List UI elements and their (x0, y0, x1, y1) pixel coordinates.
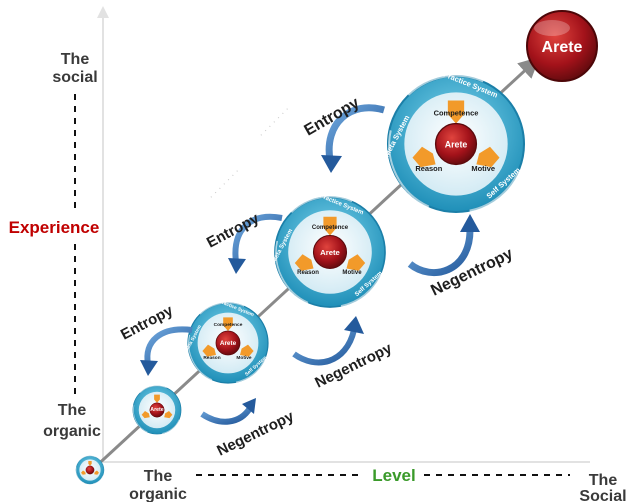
x-right-label-2: Social (579, 488, 626, 502)
svg-text:Motive: Motive (236, 355, 252, 361)
y-bottom-label-1: The (58, 402, 87, 419)
entropy-arrow-1 (140, 326, 193, 376)
svg-text:Arete: Arete (542, 39, 583, 56)
svg-text:Arete: Arete (320, 248, 340, 257)
arete-goal: Arete (526, 10, 598, 82)
x-left-label-1: The (144, 468, 173, 485)
entropy-arrow-2 (228, 213, 283, 274)
wheel-stage-1: Arete (132, 385, 182, 435)
entropy-arrow-3 (321, 104, 385, 173)
entropy-label-1: Entropy (118, 302, 177, 344)
y-top-label-2: social (52, 69, 97, 86)
svg-text:Competence: Competence (312, 225, 349, 231)
svg-text:Arete: Arete (445, 139, 468, 149)
y-top-label-1: The (61, 51, 90, 68)
svg-text:Reason: Reason (203, 355, 220, 361)
x-right-label-1: The (589, 472, 618, 489)
svg-text:Competence: Competence (434, 108, 479, 117)
svg-text:Reason: Reason (415, 164, 442, 173)
negentropy-label-2: Negentropy (312, 339, 395, 391)
svg-text:Motive: Motive (471, 164, 495, 173)
x-left-label-2: organic (129, 486, 187, 502)
svg-text:Arete: Arete (220, 340, 237, 347)
wheel-stage-2: Arete Competence Reason Motive Practice … (184, 299, 269, 384)
negentropy-label-1: Negentropy (214, 407, 297, 459)
svg-text:Motive: Motive (342, 270, 362, 276)
negentropy-arrow-3 (407, 214, 480, 276)
y-bottom-label-2: organic (43, 423, 101, 440)
svg-text:Reason: Reason (297, 270, 319, 276)
svg-text:Arete: Arete (150, 407, 164, 413)
svg-text:Competence: Competence (214, 322, 243, 328)
watermark: · · · · · · · (206, 166, 242, 202)
watermark-2: · · · · · · · (256, 104, 292, 140)
negentropy-arrow-1 (200, 398, 256, 425)
y-axis-title: Experience (9, 218, 100, 237)
wheel-stage-0 (75, 455, 105, 485)
negentropy-arrow-2 (292, 316, 364, 366)
x-axis-title: Level (372, 466, 415, 485)
